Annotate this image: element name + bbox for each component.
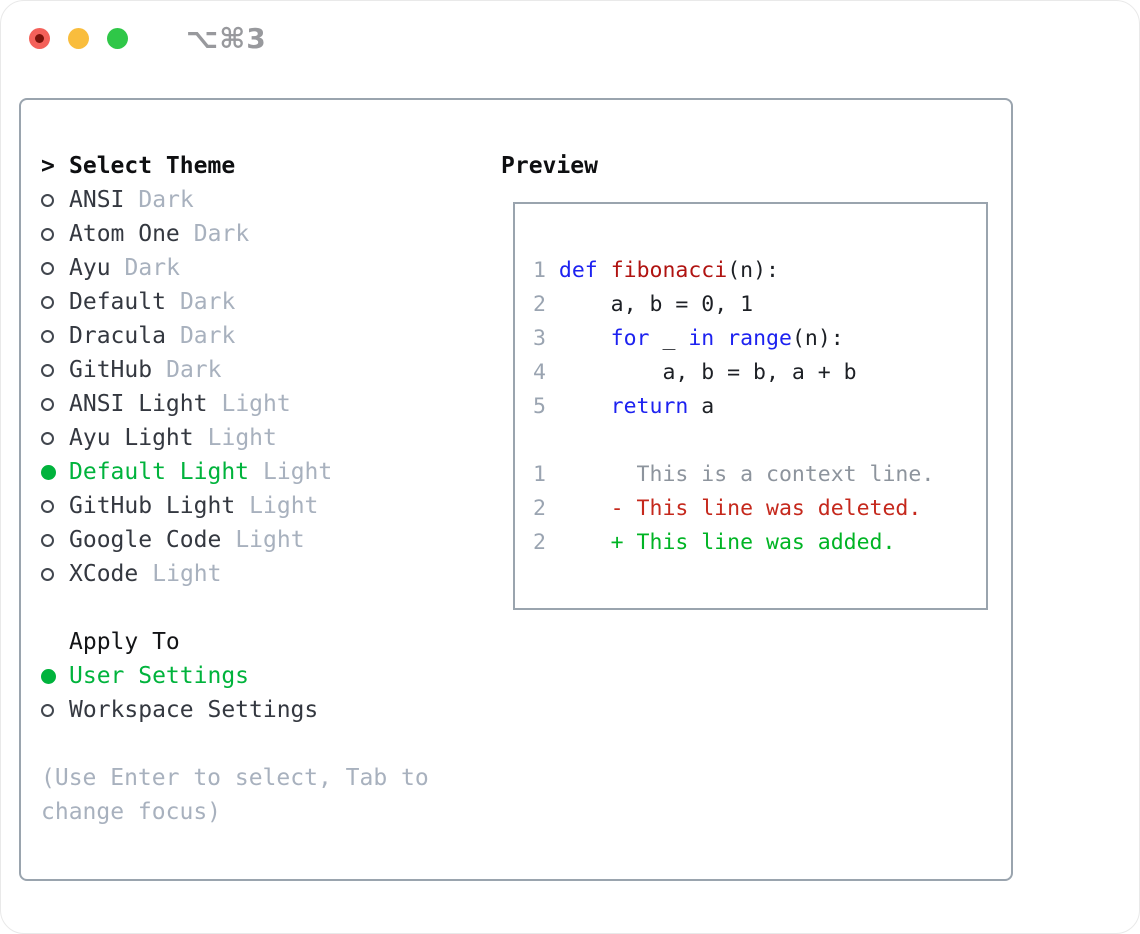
apply-option-user-settings[interactable]: User Settings — [41, 659, 483, 693]
diff-deleted-line: 2 - This line was deleted. — [533, 496, 922, 521]
radio-icon — [41, 329, 69, 343]
radio-icon — [41, 703, 69, 717]
zoom-button[interactable] — [107, 28, 128, 49]
code-line: 3 for _ in range(n): — [533, 326, 844, 351]
preview-pane: Preview 1 def fibonacci(n): 2 a, b = 0, … — [483, 149, 1011, 879]
radio-icon — [41, 431, 69, 445]
preview-heading: Preview — [501, 153, 598, 179]
close-button[interactable] — [29, 28, 50, 49]
radio-selected-icon — [41, 668, 69, 684]
preview-box: 1 def fibonacci(n): 2 a, b = 0, 1 3 for … — [513, 202, 988, 610]
radio-icon — [41, 295, 69, 309]
minimize-button[interactable] — [68, 28, 89, 49]
radio-icon — [41, 567, 69, 581]
radio-icon — [41, 261, 69, 275]
apply-to-label: Apply To — [69, 629, 180, 655]
blank-line — [533, 424, 986, 458]
radio-icon — [41, 227, 69, 241]
select-theme-heading: > Select Theme — [41, 149, 483, 183]
heading-label: Select Theme — [69, 153, 236, 179]
spacer — [41, 591, 483, 625]
prompt-icon: > — [41, 153, 55, 179]
window-shortcut-label: ⌥⌘3 — [186, 22, 267, 55]
radio-icon — [41, 533, 69, 547]
code-line: 1 def fibonacci(n): — [533, 258, 779, 283]
code-line: 4 a, b = b, a + b — [533, 360, 857, 385]
radio-icon — [41, 397, 69, 411]
titlebar: ⌥⌘3 — [29, 22, 267, 55]
spacer — [41, 727, 483, 761]
hint-line-1: (Use Enter to select, Tab to — [41, 765, 429, 791]
code-line: 2 a, b = 0, 1 — [533, 292, 754, 317]
radio-selected-icon — [41, 464, 69, 480]
diff-added-line: 2 + This line was added. — [533, 530, 896, 555]
radio-icon — [41, 499, 69, 513]
code-line: 5 return a — [533, 394, 715, 419]
hint-line-2: change focus) — [41, 799, 222, 825]
diff-context-line: 1 This is a context line. — [533, 462, 935, 487]
apply-option-workspace-settings[interactable]: Workspace Settings — [41, 693, 483, 727]
apply-to-heading: Apply To — [41, 625, 483, 659]
radio-icon — [41, 193, 69, 207]
radio-icon — [41, 363, 69, 377]
